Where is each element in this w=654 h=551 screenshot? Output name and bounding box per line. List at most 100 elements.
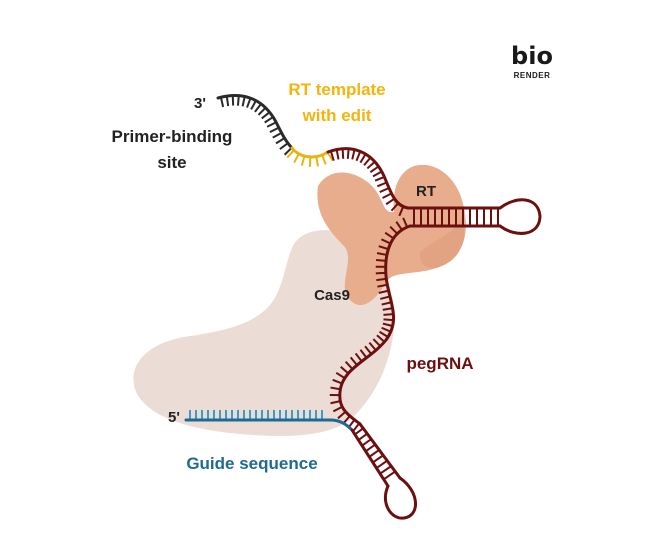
- primer-binding-strand-tick: [225, 96, 230, 107]
- pegrna-extension-strand-tick: [363, 156, 372, 166]
- pegrna-extension-strand-tick: [376, 181, 387, 188]
- pegrna-scaffold-strand-tick: [340, 366, 349, 375]
- pegrna-scaffold-strand-tick: [381, 301, 392, 306]
- rt-template-strand-tick: [293, 153, 300, 164]
- pegrna-scaffold-strand-tick: [378, 245, 389, 251]
- rt-template-strand-tick: [315, 156, 319, 167]
- biorender-logo-sub: RENDER: [514, 71, 551, 80]
- rt-enzyme: [317, 164, 466, 306]
- hairpin-2-basepair: [379, 465, 392, 475]
- pegrna-scaffold-strand-tick: [402, 217, 409, 228]
- primer-binding-strand-tick: [269, 126, 280, 134]
- hairpin-2-basepair: [365, 443, 376, 453]
- rt-template-strand-tick: [326, 151, 334, 162]
- pegrna-extension-strand-tick: [346, 148, 350, 159]
- rt-label: RT: [416, 183, 436, 200]
- cas9-label: Cas9: [314, 287, 350, 304]
- pegrna-scaffold-strand-tick: [368, 341, 377, 351]
- three-prime-label: 3': [194, 95, 206, 112]
- primer-binding-strand-tick: [254, 103, 262, 113]
- strands: [184, 94, 542, 520]
- guide-strand: [184, 418, 354, 432]
- pegrna-extension-strand-tick: [351, 149, 356, 160]
- pegrna-scaffold-strand-tick: [380, 238, 391, 245]
- pegrna-scaffold-strand-tick: [384, 231, 395, 240]
- cas9-protein: [133, 230, 395, 437]
- base-ticks: [189, 95, 499, 481]
- hairpin-2-loop: [383, 476, 417, 520]
- pegrna-scaffold-strand-tick: [395, 221, 403, 231]
- five-prime-label: 5': [168, 409, 180, 426]
- pegrna-extension-strand-tick: [335, 149, 340, 160]
- pegrna-extension-strand-tick: [329, 150, 335, 161]
- pegrna-scaffold-strand-tick: [377, 283, 388, 288]
- pegrna-scaffold-strand-tick: [337, 411, 347, 420]
- primer-binding-strand-tick: [246, 97, 252, 108]
- pegrna-scaffold-strand-tick: [389, 225, 398, 235]
- primer-binding-strand-tick: [250, 100, 257, 110]
- pegrna-scaffold-strand-tick: [364, 345, 373, 355]
- hairpin-2-left: [350, 428, 390, 488]
- pegrna-extension-strand-tick: [390, 202, 399, 212]
- primer-binding-strand-tick: [266, 121, 277, 128]
- pegrna-extension-strand-tick: [385, 197, 396, 206]
- pegrna-scaffold-strand-tick: [372, 338, 382, 347]
- rt-template-strand-tick: [321, 154, 327, 165]
- pegrna-scaffold-strand-tick: [376, 252, 388, 256]
- biorender-logo: bio: [511, 42, 553, 70]
- hairpin-2-basepair: [368, 449, 380, 458]
- pegrna-scaffold-strand-tick: [376, 334, 386, 343]
- primer-binding-strand-tick: [257, 107, 267, 116]
- pegrna-scaffold-strand-tick: [375, 258, 387, 262]
- hairpin-2-basepair: [354, 427, 364, 436]
- pegrna-scaffold-strand-tick: [383, 313, 394, 316]
- hairpin-2-basepair: [357, 432, 368, 441]
- pegrna-extension-strand-tick: [379, 187, 390, 193]
- primer-binding-strand-tick: [219, 97, 225, 108]
- pegrna-extension-strand-tick: [382, 192, 392, 199]
- pegrna-extension-strand-tick: [398, 206, 405, 217]
- pegrna-extension-strand-tick: [341, 148, 345, 159]
- pegrna-scaffold-strand-tick: [381, 326, 392, 333]
- pegrna-scaffold-strand-tick: [344, 361, 354, 370]
- guide-sequence-label: Guide sequence: [186, 454, 317, 473]
- primer-binding-site-label-line2: site: [157, 153, 186, 172]
- hairpin-2-right: [358, 422, 402, 480]
- pegrna-scaffold-strand-tick: [330, 386, 341, 391]
- pegrna-scaffold-strand-tick: [335, 371, 346, 379]
- hairpin-2-basepair: [383, 470, 396, 481]
- rt-enzyme-shade: [419, 216, 465, 268]
- pegrna-extension-strand-tick: [372, 170, 383, 178]
- pegrna-scaffold-strand-tick: [352, 422, 361, 432]
- pegrna-extension-strand-tick: [359, 153, 367, 164]
- pegrna-scaffold-strand-tick: [382, 307, 393, 311]
- pegrna-scaffold-strand-tick: [378, 330, 389, 338]
- pegrna-scaffold-strand-tick: [359, 349, 368, 359]
- hairpin-1-loop: [498, 198, 542, 235]
- pegrna-scaffold-strand-tick: [380, 295, 391, 300]
- pegrna-scaffold-strand-tick: [382, 322, 393, 327]
- pegrna-label: pegRNA: [406, 354, 473, 373]
- pegrna-scaffold-strand-tick: [330, 400, 341, 405]
- rt-template-strand: [290, 146, 330, 159]
- primer-binding-strand: [216, 94, 294, 150]
- pegrna-extension-strand-tick: [355, 151, 362, 162]
- pegrna-scaffold-strand-tick: [349, 356, 358, 366]
- primer-binding-strand-tick: [264, 116, 274, 124]
- primer-binding-strand-tick: [275, 137, 286, 145]
- rt-template-strand-tick: [286, 149, 295, 159]
- hairpin-2-basepair: [372, 454, 384, 464]
- pegrna-scaffold-strand-tick: [376, 277, 387, 282]
- pegrna-scaffold-strand-tick: [378, 289, 389, 294]
- pegrna-extension-strand-tick: [369, 165, 380, 173]
- pegrna-scaffold-strand-tick: [354, 352, 363, 362]
- pegrna-scaffold-strand-tick: [383, 318, 394, 322]
- primer-binding-strand-tick: [236, 95, 240, 106]
- primer-binding-strand-tick: [261, 111, 271, 120]
- primer-binding-strand-tick: [241, 96, 246, 107]
- pegrna-extension-strand-tick: [374, 175, 385, 182]
- primer-binding-strand-tick: [272, 132, 283, 139]
- rt-template-label: RT template: [288, 80, 385, 99]
- pegrna-extension-strand: [326, 147, 410, 210]
- pegrna-scaffold-strand-tick: [332, 378, 343, 385]
